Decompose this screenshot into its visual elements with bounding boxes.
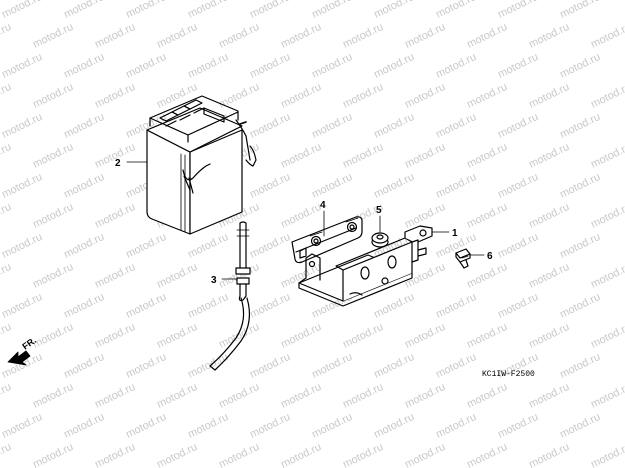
front-direction-label: FR. [20,335,38,352]
callout-6: 6 [487,251,493,262]
leader-lines [126,161,485,280]
callout-2: 2 [115,158,121,169]
battery-part[interactable] [146,95,257,235]
callout-4: 4 [320,200,326,211]
rubber-pad-part[interactable] [291,216,363,264]
breather-tube-part[interactable] [209,221,251,371]
callout-5: 5 [376,205,382,216]
diagram-code: KC1IW-F2500 [482,370,535,379]
callout-3: 3 [211,275,217,286]
battery-bracket-part[interactable] [298,225,433,307]
callout-1: 1 [452,228,458,239]
front-arrow-icon [7,350,31,366]
grommet-part[interactable] [371,232,389,248]
bolt-part[interactable] [455,248,471,269]
